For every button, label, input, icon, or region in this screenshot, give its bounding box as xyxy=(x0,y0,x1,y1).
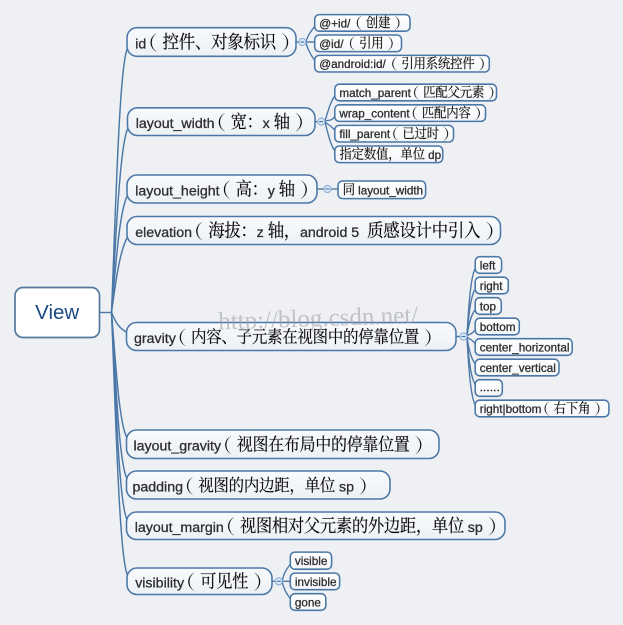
svg-text:gone: gone xyxy=(295,597,321,610)
svg-text:android 5: android 5 xyxy=(300,225,359,241)
svg-text:layout_width: layout_width xyxy=(358,184,423,197)
svg-text:http://blog.csdn.net/: http://blog.csdn.net/ xyxy=(218,302,419,336)
svg-text:center_vertical: center_vertical xyxy=(480,362,556,375)
svg-text:layout_margin: layout_margin xyxy=(135,520,224,536)
svg-text:invisible: invisible xyxy=(295,576,337,589)
svg-text:center_horizontal: center_horizontal xyxy=(480,342,570,355)
svg-text:dp: dp xyxy=(428,149,442,162)
svg-text:gravity: gravity xyxy=(134,331,177,347)
svg-text:visibility: visibility xyxy=(135,576,185,592)
svg-text:right: right xyxy=(480,280,503,293)
svg-text:elevation: elevation xyxy=(135,225,192,241)
svg-text:top: top xyxy=(480,301,497,314)
svg-text:match_parent: match_parent xyxy=(339,87,411,100)
svg-text:@id/: @id/ xyxy=(319,38,344,51)
svg-text:fill_parent: fill_parent xyxy=(339,128,390,141)
svg-text:left: left xyxy=(480,260,496,273)
svg-text:z: z xyxy=(257,225,264,241)
svg-text:padding: padding xyxy=(133,479,184,495)
svg-text:layout_height: layout_height xyxy=(135,183,219,199)
svg-text:layout_gravity: layout_gravity xyxy=(134,439,222,455)
svg-text:id: id xyxy=(135,36,146,52)
svg-text:bottom: bottom xyxy=(480,321,516,334)
svg-text:wrap_content: wrap_content xyxy=(338,108,410,121)
svg-text:View: View xyxy=(35,301,79,324)
svg-text:y: y xyxy=(268,183,276,199)
svg-text:x: x xyxy=(263,116,270,132)
svg-text:@android:id/: @android:id/ xyxy=(319,58,386,71)
svg-text:visible: visible xyxy=(295,555,327,568)
svg-text:sp: sp xyxy=(339,479,354,495)
svg-text:@+id/: @+id/ xyxy=(319,17,351,30)
svg-text:right|bottom: right|bottom xyxy=(480,403,542,416)
svg-text:layout_width: layout_width xyxy=(136,116,215,132)
svg-text:sp: sp xyxy=(468,520,483,536)
